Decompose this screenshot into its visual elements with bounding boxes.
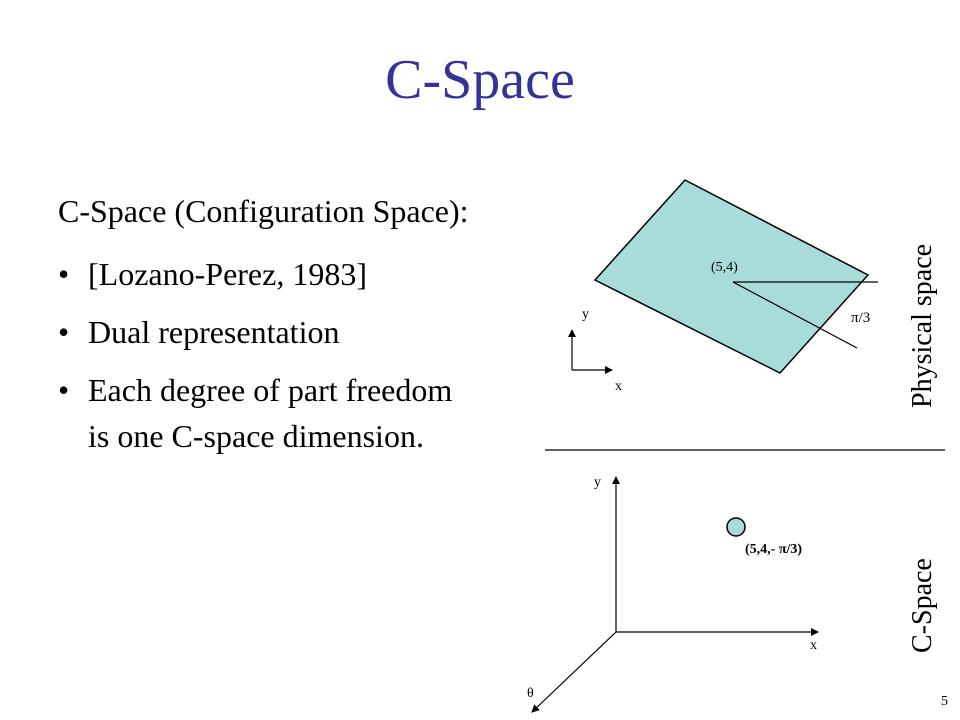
bullet-text: Each degree of part freedom	[88, 372, 453, 408]
bullet-item: • Each degree of part freedom is one C-s…	[58, 374, 452, 452]
intro-text: C-Space (Configuration Space):	[58, 193, 469, 229]
physical-y-label: y	[582, 307, 589, 322]
physical-space-label: Physical space	[907, 243, 938, 408]
physical-x-label: x	[615, 379, 622, 394]
bullet-symbol: •	[58, 256, 70, 292]
angle-label: π/3	[851, 310, 870, 326]
cspace-label: C-Space	[907, 558, 938, 653]
bullet-text: [Lozano-Perez, 1983]	[88, 256, 367, 292]
bullet-item: • Dual representation	[58, 316, 452, 348]
slide-title: C-Space	[385, 49, 575, 111]
bullet-text: Dual representation	[88, 314, 340, 350]
cspace-theta-label: θ	[527, 686, 534, 701]
orientation-line	[732, 281, 858, 349]
cspace-point-label: (5,4,- π/3)	[745, 542, 802, 557]
bullet-item: • [Lozano-Perez, 1983]	[58, 258, 452, 290]
bullet-symbol: •	[58, 314, 70, 350]
cspace-x-label: x	[810, 638, 817, 653]
cspace-theta-axis	[531, 631, 617, 713]
page-number: 5	[941, 694, 948, 709]
point-label: (5,4)	[711, 260, 738, 275]
cspace-point	[726, 517, 746, 537]
physical-rectangle	[593, 179, 870, 374]
bullet-symbol: •	[58, 372, 70, 408]
bullet-text-continuation: is one C-space dimension.	[88, 418, 424, 454]
bullet-list: • [Lozano-Perez, 1983] • Dual representa…	[58, 258, 452, 478]
cspace-y-label: y	[594, 475, 601, 490]
